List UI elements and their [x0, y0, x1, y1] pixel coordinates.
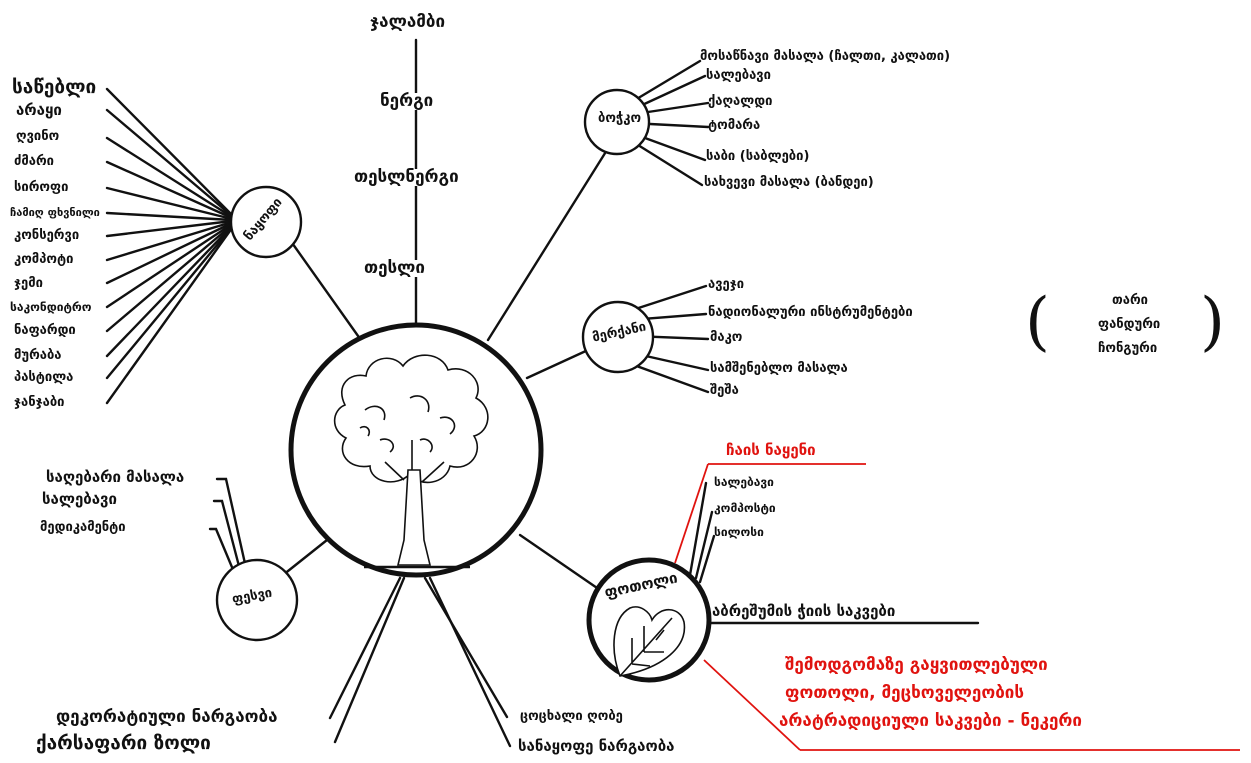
- trunk-label-0: ჯალამბი: [370, 12, 446, 32]
- red-link-tea: [674, 463, 709, 564]
- bark-item: საწებლი: [12, 76, 97, 98]
- bark-item: კომპოტი: [14, 252, 74, 267]
- bark-item: კონსერვი: [14, 228, 80, 243]
- red-note-line: არატრადიციული საკვები - ნეკერი: [779, 711, 1082, 731]
- trunk-label-3: თესლი: [364, 258, 426, 278]
- root-circle: [215, 558, 299, 642]
- timber-item: სამშენებლო მასალა: [710, 361, 848, 376]
- link-center-bark: [288, 238, 370, 352]
- tree-drawing-icon: [333, 354, 489, 569]
- leaf-item: სილოსი: [714, 525, 764, 539]
- bark-item: ჯემი: [14, 276, 43, 291]
- right-parenthesis: ): [1200, 285, 1225, 359]
- bark-fan-lines: [105, 87, 234, 405]
- timber-item: ნადიონალური ინსტრუმენტები: [708, 305, 913, 320]
- bottom-item: ქარსაფარი ზოლი: [36, 732, 211, 754]
- bottom-item: დეკორატიული ნარგაობა: [56, 707, 278, 727]
- link-center-timber: [525, 348, 590, 380]
- wood-item: მოსაწნავი მასალა (ჩალთი, კალათი): [700, 49, 951, 64]
- bottom-item: სანაყოფე ნარგაობა: [518, 737, 675, 755]
- trunk-label-2: თესლნერგი: [354, 167, 459, 187]
- link-center-wood: [486, 148, 609, 342]
- red-note-line: ფოთოლი, მეცხოველეობის: [785, 683, 1025, 703]
- link-center-leaf: [518, 533, 602, 592]
- link-center-root: [281, 538, 329, 577]
- leaf-drawing-icon: [613, 606, 686, 677]
- tea-infusion-label: ჩაის ნაყენი: [726, 441, 816, 459]
- root-item: საღებარი მასალა: [46, 468, 185, 486]
- wood-item: საბი (საბლები): [706, 149, 810, 164]
- wood-circle-label: ბოჭკო: [598, 111, 642, 126]
- leaf-fan-lines: [688, 481, 716, 584]
- bark-item: ჩამიღ ფხვნილი: [10, 206, 100, 219]
- wood-item: სალებავი: [706, 68, 771, 83]
- left-parenthesis: (: [1025, 285, 1050, 359]
- root-item: სალებავი: [42, 490, 117, 508]
- trunk-label-1: ნერგი: [380, 91, 434, 111]
- bark-item: ძმარი: [14, 154, 55, 169]
- bark-item: საკონდიტრო: [10, 300, 92, 314]
- leaf-item: კომპოსტი: [714, 501, 776, 515]
- bark-item: ღვინო: [16, 129, 60, 144]
- root-fan-lines: [208, 477, 248, 574]
- instrument-item: ჩონგური: [1098, 341, 1158, 356]
- wood-circle: [583, 88, 651, 156]
- root-item: მედიკამენტი: [40, 520, 126, 535]
- timber-circle: [581, 300, 655, 374]
- bark-circle: [229, 185, 303, 259]
- timber-item: შეშა: [710, 383, 739, 398]
- bark-item: პასტილა: [14, 370, 74, 385]
- red-link-note: [703, 659, 801, 751]
- timber-item: ავეჯი: [708, 277, 745, 292]
- wood-item: ქაღალდი: [708, 94, 773, 109]
- timber-item: მაკო: [710, 330, 743, 345]
- bark-item: ჯანჯაბი: [14, 395, 65, 410]
- silkworm-feed-caption: აბრეშუმის ჭიის საკვები: [712, 602, 896, 620]
- instrument-item: ფანდური: [1098, 317, 1161, 332]
- leaf-item: სალებავი: [714, 475, 774, 489]
- wood-item: ტომარა: [708, 118, 761, 133]
- bottom-fan-lines: [328, 576, 512, 748]
- red-note-line: შემოდგომაზე გაყვითლებული: [785, 655, 1048, 675]
- wood-item: სახვევი მასალა (ბანდეი): [704, 175, 874, 190]
- bark-item: სიროფი: [14, 180, 69, 195]
- bottom-item: ცოცხალი ღობე: [520, 709, 623, 724]
- bark-item: მურაბა: [14, 348, 62, 363]
- bark-item: ნაფარდი: [14, 323, 76, 338]
- wood-fan-lines: [628, 59, 710, 187]
- instrument-item: თარი: [1112, 293, 1148, 308]
- bark-item: არაყი: [16, 101, 62, 119]
